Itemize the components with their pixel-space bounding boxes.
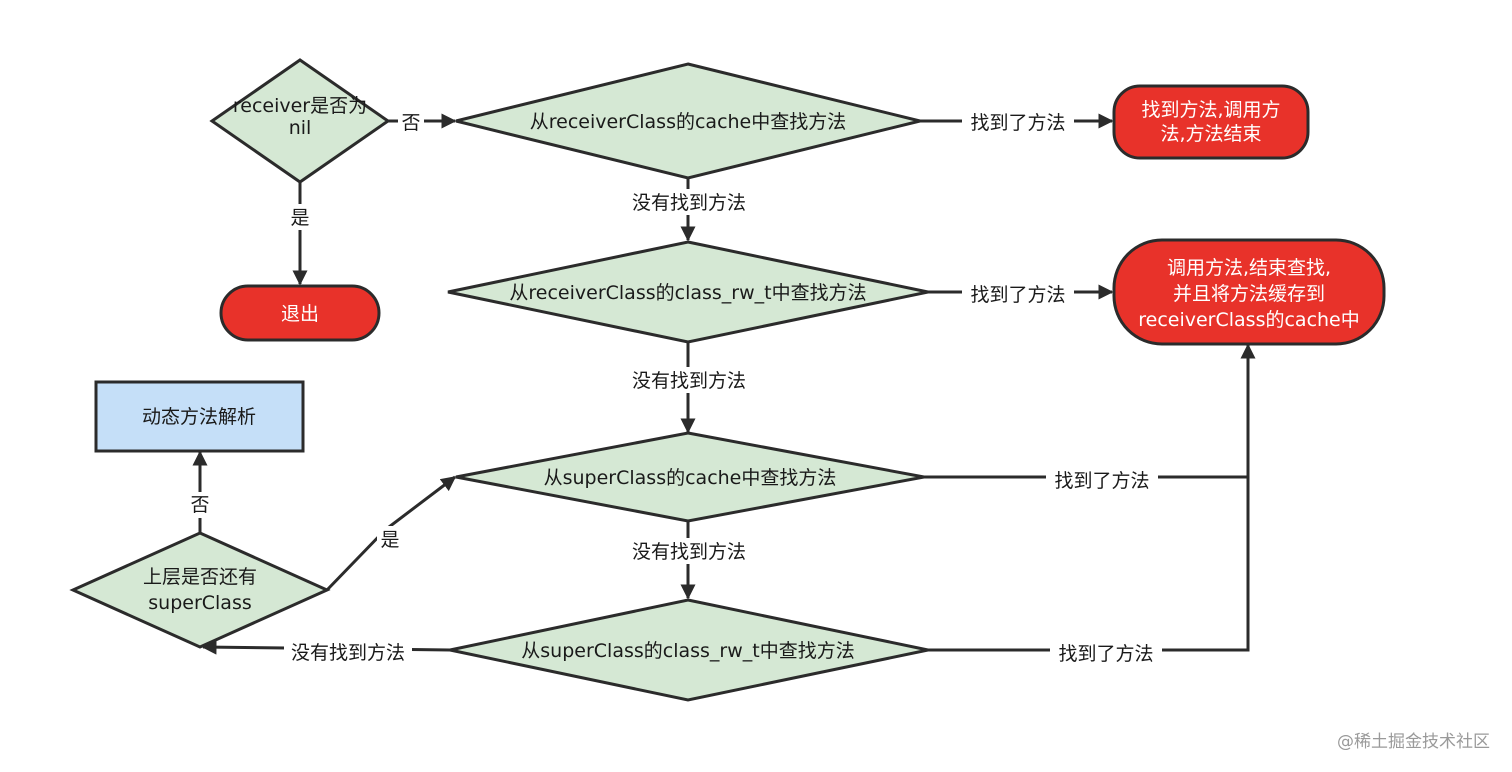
decision-receiver-nil <box>209 58 391 184</box>
terminal-call-cache-label: 调用方法,结束查找, 并且将方法缓存到 receiverClass的cache中 <box>1138 257 1360 331</box>
decision-cache-lookup-label: 从receiverClass的cache中查找方法 <box>530 111 847 133</box>
watermark: @稀土掘金技术社区 <box>1337 732 1490 752</box>
decision-has-superclass <box>69 531 331 649</box>
node-label-line: receiver是否为 <box>233 95 367 117</box>
edge-label-supercache-notfound: 没有找到方法 <box>632 541 746 563</box>
edge-label-rw-found: 找到了方法 <box>970 284 1065 306</box>
edge-superrw-found <box>928 343 1256 652</box>
node-label-line: 上层是否还有 <box>143 566 257 588</box>
terminal-found-end-label: 找到方法,调用方法,方法结束 <box>1141 99 1280 145</box>
decision-rw-lookup <box>447 240 929 344</box>
edge-label-cache-notfound: 没有找到方法 <box>632 192 746 214</box>
process-dynamic-resolution-label: 动态方法解析 <box>142 406 256 428</box>
edge-label-cache-found: 找到了方法 <box>970 112 1065 134</box>
edge-label-rw-notfound: 没有找到方法 <box>632 370 746 392</box>
edge-label-superrw-found: 找到了方法 <box>1058 643 1153 665</box>
terminal-call-cache <box>1112 238 1386 346</box>
decision-super-rw <box>449 598 929 702</box>
node-label-line: 找到方法,调用方 <box>1141 99 1280 121</box>
decision-super-rw-label: 从superClass的class_rw_t中查找方法 <box>521 640 854 662</box>
node-label-line: 从superClass的class_rw_t中查找方法 <box>521 640 854 662</box>
edge-label-hassuper-no: 否 <box>190 494 209 516</box>
edge-labels: 否 是 找到了方法 没有找到方法 找到了方法 没有找到方法 找到了方法 没有找到… <box>187 109 1162 666</box>
edge-label-nil-no: 否 <box>401 112 420 134</box>
edge-label-superrw-notfound: 没有找到方法 <box>291 642 405 664</box>
node-label-line: 退出 <box>281 303 319 325</box>
node-label-line: superClass <box>148 592 252 614</box>
decision-super-cache-label: 从superClass的cache中查找方法 <box>544 467 837 489</box>
node-label-line: 从receiverClass的cache中查找方法 <box>530 111 847 133</box>
node-label-line: 从superClass的cache中查找方法 <box>544 467 837 489</box>
node-label-line: 法,方法结束 <box>1160 123 1261 145</box>
edge-label-nil-yes: 是 <box>290 207 309 229</box>
process-dynamic-resolution <box>94 380 305 453</box>
node-label-line: 动态方法解析 <box>142 406 256 428</box>
terminal-exit-label: 退出 <box>281 303 319 325</box>
edge-label-supercache-found: 找到了方法 <box>1054 470 1149 492</box>
decision-super-cache <box>455 431 925 523</box>
decision-has-superclass-label: 上层是否还有 superClass <box>143 566 257 614</box>
node-label-line: 调用方法,结束查找, <box>1167 257 1331 279</box>
node-label-line: receiverClass的cache中 <box>1138 309 1360 331</box>
node-label-line: nil <box>289 117 312 139</box>
node-label-line: 并且将方法缓存到 <box>1173 283 1325 305</box>
terminal-found-end <box>1112 84 1310 160</box>
decision-rw-lookup-label: 从receiverClass的class_rw_t中查找方法 <box>509 282 866 304</box>
node-label-line: 从receiverClass的class_rw_t中查找方法 <box>509 282 866 304</box>
decision-cache-lookup <box>455 62 921 180</box>
edge-label-hassuper-yes: 是 <box>380 529 399 551</box>
terminal-exit <box>219 284 381 342</box>
